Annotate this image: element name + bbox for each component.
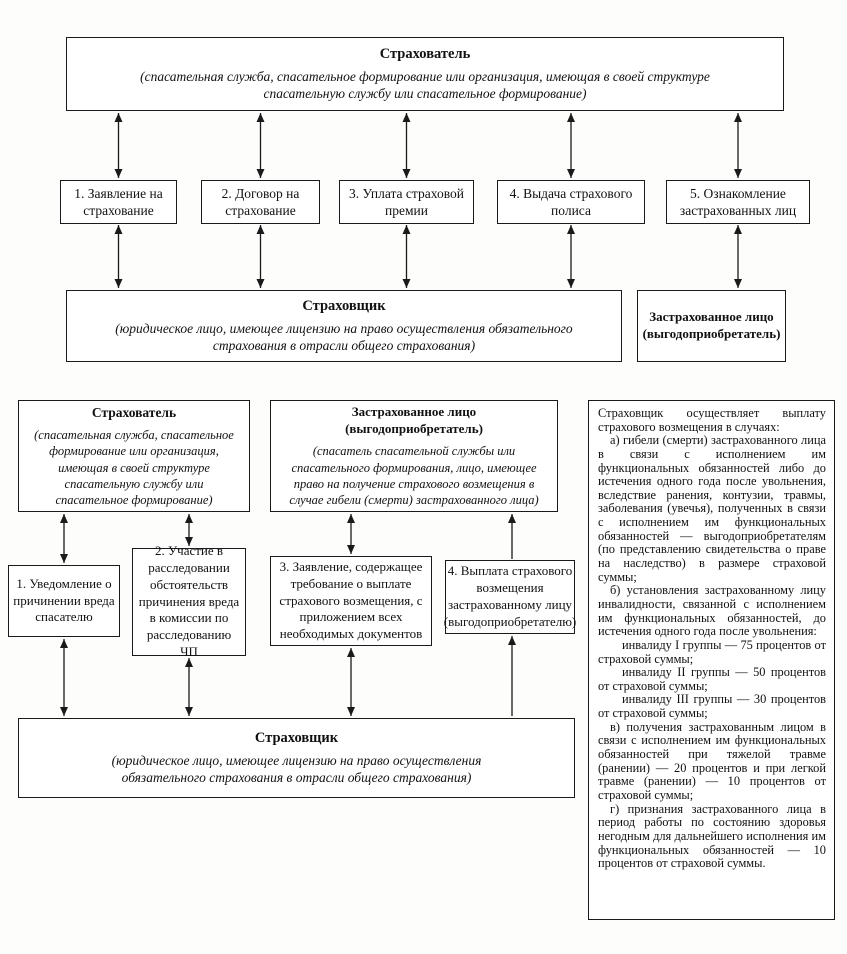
note-paragraph: в) получения застрахованным лицом в связ… <box>598 719 826 802</box>
note-paragraph: Страховщик осуществляет выплату страхово… <box>598 406 826 434</box>
bottom-insurer-subtitle: (юридическое лицо, имеющее лицензию на п… <box>111 752 482 786</box>
top-insured-box: Застрахованное лицо (выгодоприобретатель… <box>637 290 786 362</box>
top-insurer-subtitle: (юридическое лицо, имеющее лицензию на п… <box>115 320 573 354</box>
top-insurant-title: Страхователь <box>379 45 471 62</box>
top-insured-title: Застрахованное лицо (выгодоприобретатель… <box>642 309 781 341</box>
top-step-4: 4. Выдача страхового полиса <box>497 180 645 224</box>
bottom-step-3: 3. Заявление, содержащее требование о вы… <box>270 556 432 646</box>
top-insurant-box: Страхователь (спасательная служба, спаса… <box>66 37 784 111</box>
bottom-insurant-subtitle: (спасательная служба, спасательное форми… <box>34 428 234 508</box>
note-paragraph: б) установления застрахованному лицу инв… <box>598 583 826 639</box>
top-step-5: 5. Ознакомление застрахованных лиц <box>666 180 810 224</box>
bottom-insured-box: Застрахованное лицо (выгодоприобретатель… <box>270 400 558 512</box>
bottom-insurant-title: Страхователь <box>91 404 177 420</box>
note-paragraph: г) признания застрахованного лица в пери… <box>598 801 826 871</box>
bottom-insured-title: Застрахованное лицо (выгодоприобретатель… <box>345 403 483 436</box>
bottom-insurant-box: Страхователь (спасательная служба, спаса… <box>18 400 250 512</box>
bottom-step-2: 2. Участие в расследовании обстоятельств… <box>132 543 246 659</box>
top-step-1: 1. Заявление на страхование <box>60 180 177 224</box>
insurer-payout-note: Страховщик осуществляет выплату страхово… <box>588 400 835 920</box>
bottom-insurer-title: Страховщик <box>254 729 339 746</box>
bottom-step-4: 4. Выплата страхового возмещения застрах… <box>444 560 576 634</box>
note-paragraph: инвалиду II группы — 50 процентов от стр… <box>598 665 826 693</box>
top-insurer-box: Страховщик (юридическое лицо, имеющее ли… <box>66 290 622 362</box>
bottom-insurer-box: Страховщик (юридическое лицо, имеющее ли… <box>18 718 575 798</box>
top-insurant-subtitle: (спасательная служба, спасательное форми… <box>140 68 710 102</box>
note-paragraph: инвалиду I группы — 75 процентов от стра… <box>598 637 826 666</box>
note-paragraph: а) гибели (смерти) застрахованного лица … <box>598 433 826 584</box>
bottom-insured-subtitle: (спасатель спасательной службы или спаса… <box>289 444 539 508</box>
top-insurer-title: Страховщик <box>302 297 386 314</box>
top-step-2: 2. Договор на страхование <box>201 180 320 224</box>
top-step-3: 3. Уплата страховой премии <box>339 180 474 224</box>
bottom-step-1: 1. Уведомление о причинении вреда спасат… <box>8 565 120 637</box>
note-paragraph: инвалиду III группы — 30 процентов от ст… <box>598 692 826 721</box>
